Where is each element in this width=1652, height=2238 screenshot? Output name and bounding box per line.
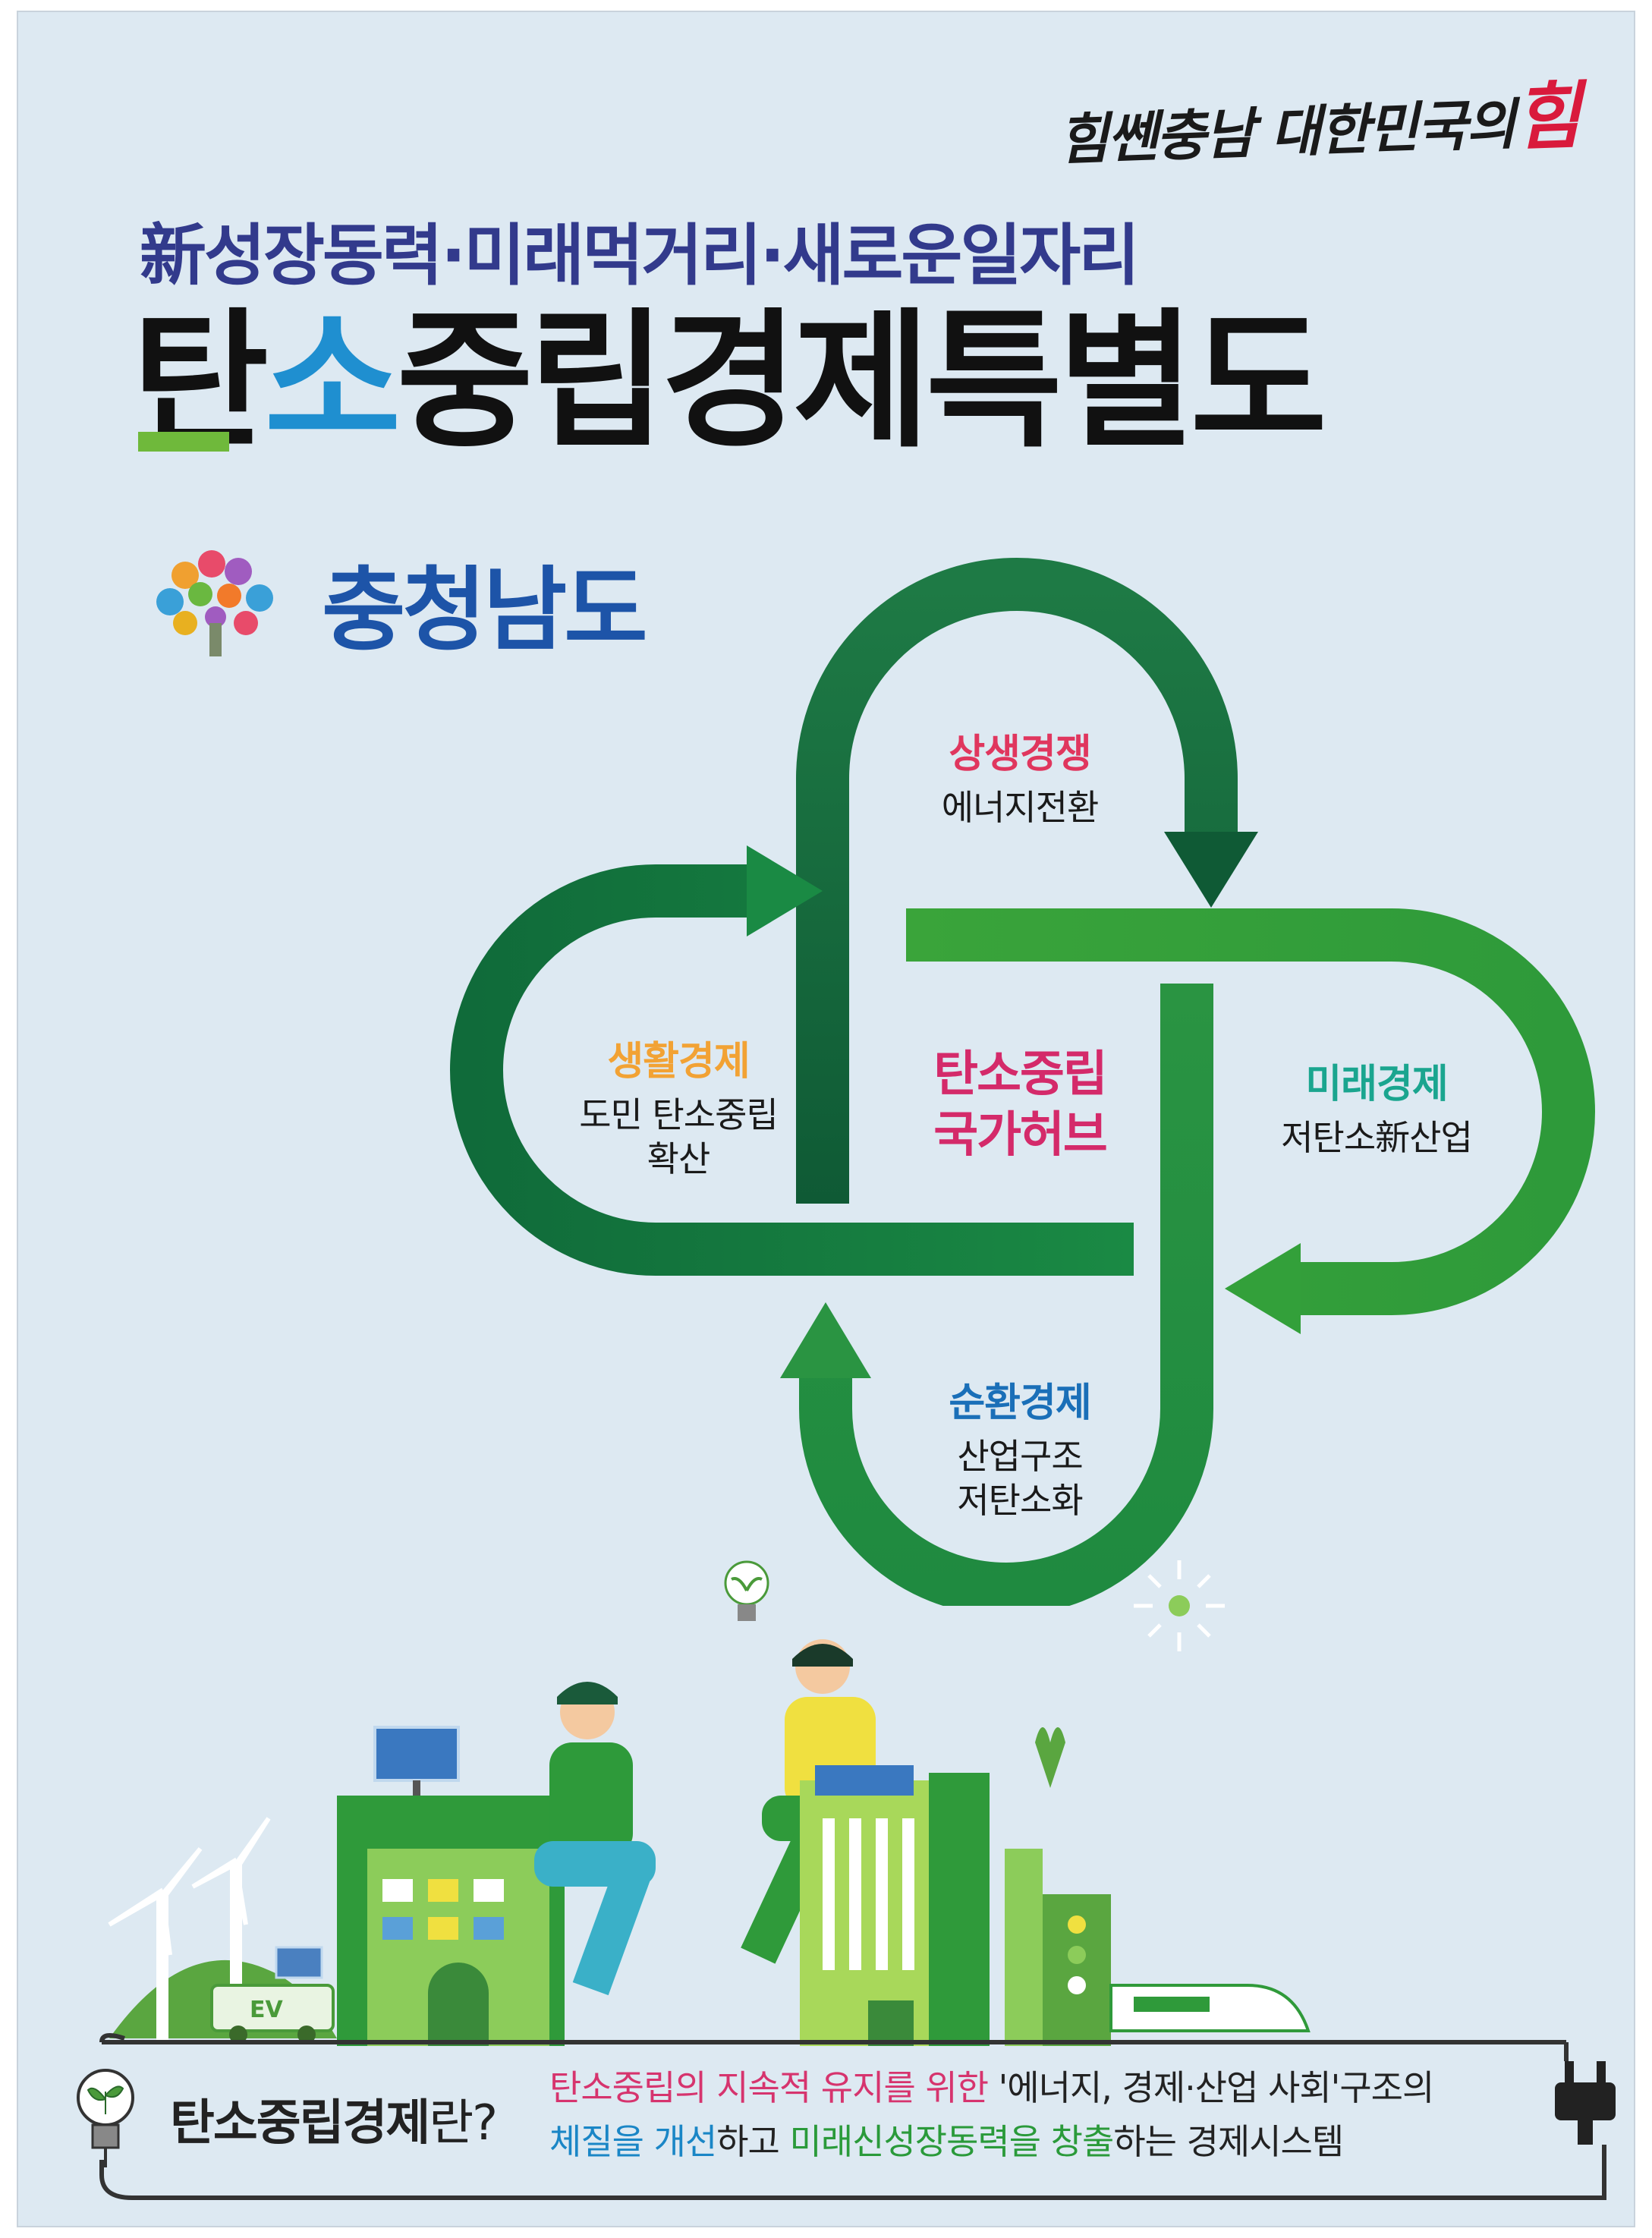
bottom-node-line-1: 산업구조 xyxy=(957,1436,1083,1477)
building-left xyxy=(337,1726,565,2046)
city-illustration: EV xyxy=(102,1560,1566,2046)
plug-icon xyxy=(1555,2061,1616,2145)
top-node-text: 에너지전환 xyxy=(883,786,1156,830)
cycle-diagram xyxy=(450,558,1595,1606)
definition-line-1-a: 탄소중립의 지속적 유지를 위한 xyxy=(549,2067,989,2108)
right-node-title: 미래경제 xyxy=(1305,1062,1448,1107)
right-arrow-head xyxy=(1225,1243,1301,1334)
building-center xyxy=(800,1765,990,2046)
center-line-1: 탄소중립 xyxy=(933,1047,1108,1103)
definition-line-2-d: 하는 경제시스템 xyxy=(1113,2121,1344,2163)
person-left xyxy=(534,1682,656,1996)
top-node-line-1: 에너지전환 xyxy=(941,787,1100,828)
definition-label: 탄소중립경제란? xyxy=(170,2084,498,2154)
definition-label-bold: 탄소중립경제 xyxy=(170,2095,430,2151)
main-title: 탄소중립경제특별도 xyxy=(132,300,1498,464)
bottom-node-title: 순환경제 xyxy=(949,1380,1091,1426)
cable-outline xyxy=(99,2033,1606,2200)
title-char-1: 탄 xyxy=(132,295,269,468)
center-line-2: 국가허브 xyxy=(933,1107,1108,1163)
ev-truck: EV xyxy=(210,1984,335,2044)
bottom-loop xyxy=(799,984,1213,1606)
top-arrow-head xyxy=(1164,832,1258,908)
right-node-text: 저탄소新산업 xyxy=(1240,1116,1513,1160)
wind-turbine-icon xyxy=(108,1817,271,2041)
left-arrow-head xyxy=(747,845,823,936)
left-node-title: 생활경제 xyxy=(607,1039,750,1084)
train xyxy=(1109,1984,1311,2032)
held-lightbulb-icon xyxy=(724,1560,769,1621)
bottom-node-line-2: 저탄소화 xyxy=(957,1479,1083,1521)
top-loop xyxy=(796,558,1238,1204)
top-node-title: 상생경쟁 xyxy=(949,732,1091,777)
definition-line-2: 체질을 개선하고 미래신성장동력을 창출하는 경제시스템 xyxy=(549,2115,1536,2169)
sun-icon xyxy=(1134,1560,1225,1651)
definition-text: 탄소중립의 지속적 유지를 위한 '에너지, 경제·산업 사회'구조의 체질을 … xyxy=(549,2061,1536,2170)
poster: 힘쎈충남 대한민국의힘 新성장동력·미래먹거리·새로운일자리 탄소중립경제특별도… xyxy=(17,11,1635,2227)
right-loop xyxy=(906,908,1595,1315)
center-node-title: 탄소중립 국가허브 xyxy=(868,1044,1172,1166)
government-name: 충청남도 xyxy=(322,558,648,663)
title-char-2: 소 xyxy=(264,295,401,468)
definition-line-2-b: 하고 xyxy=(716,2121,790,2163)
left-node-text: 도민 탄소중립 확산 xyxy=(542,1094,815,1181)
building-right xyxy=(1005,1727,1111,2046)
definition-line-2-a: 체질을 개선 xyxy=(549,2121,717,2163)
lightbulb-icon xyxy=(77,2069,134,2167)
left-node-line-2: 확산 xyxy=(647,1138,711,1179)
left-loop xyxy=(450,864,1134,1276)
bottom-node-text: 산업구조 저탄소화 xyxy=(883,1435,1156,1522)
left-node-line-1: 도민 탄소중립 xyxy=(579,1094,779,1135)
title-rest: 중립경제특별도 xyxy=(396,295,1327,468)
government-brand: 충청남도 xyxy=(140,536,648,668)
definition-label-rest: 란? xyxy=(429,2095,498,2151)
bottom-arrow-head xyxy=(780,1302,871,1378)
definition-line-2-c: 미래신성장동력을 창출 xyxy=(789,2121,1115,2163)
subtitle: 新성장동력·미래먹거리·새로운일자리 xyxy=(140,216,1140,294)
ev-label: EV xyxy=(250,1997,283,2023)
definition-line-1-b: '에너지, 경제·산업 사회'구조의 xyxy=(988,2067,1435,2108)
right-node-line-1: 저탄소新산업 xyxy=(1281,1117,1473,1158)
government-logo xyxy=(156,550,273,656)
definition-line-1: 탄소중립의 지속적 유지를 위한 '에너지, 경제·산업 사회'구조의 xyxy=(549,2061,1536,2115)
